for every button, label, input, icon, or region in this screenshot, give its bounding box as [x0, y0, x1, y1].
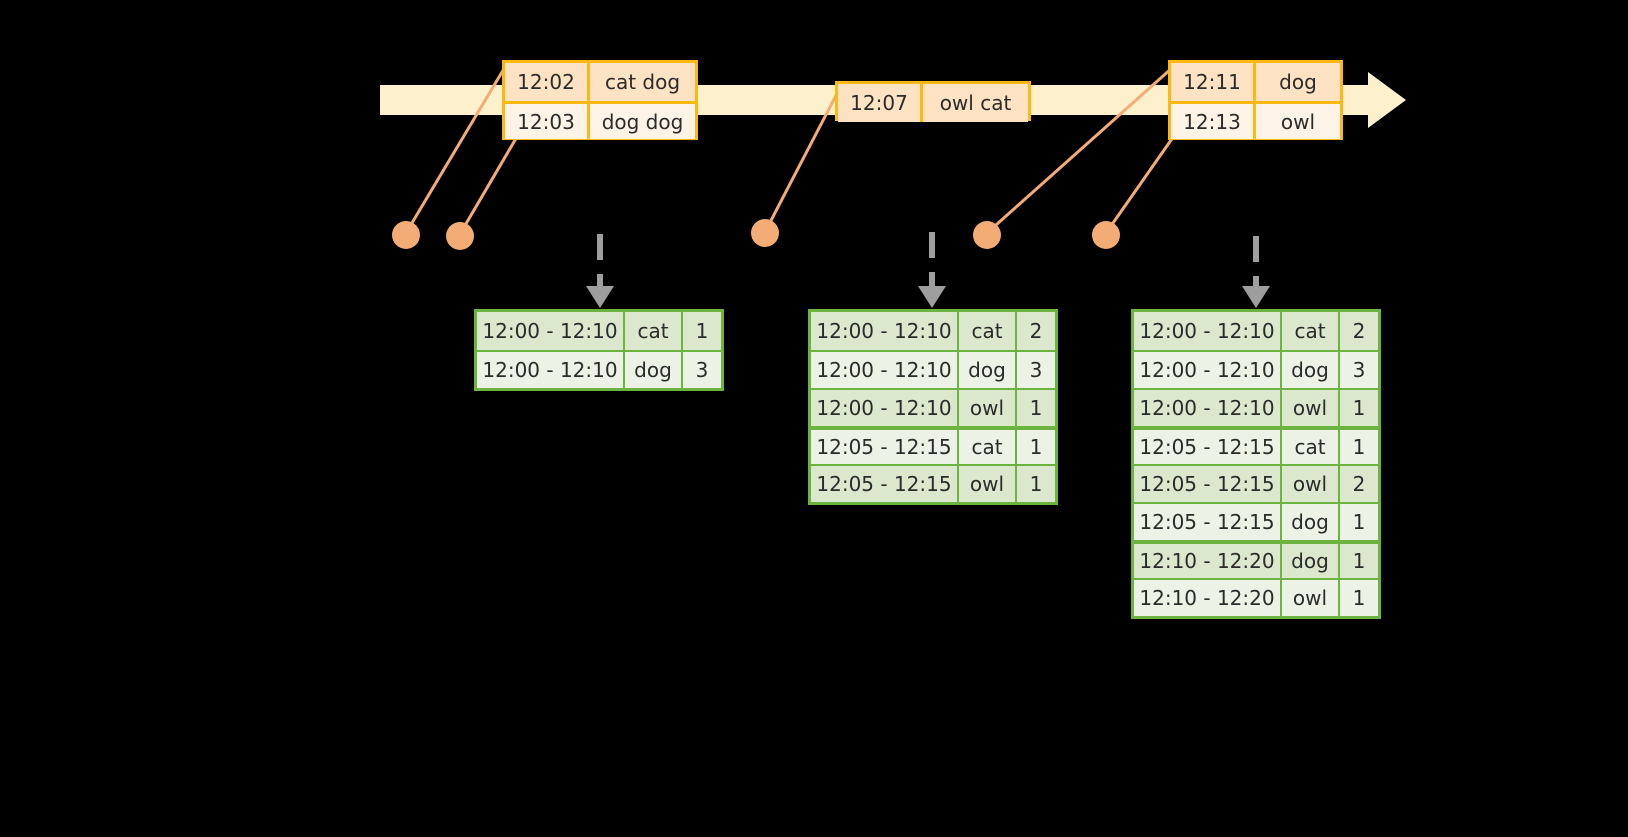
- result-count: 1: [1340, 580, 1378, 616]
- result-window: 12:05 - 12:15: [1134, 430, 1282, 464]
- result-window: 12:05 - 12:15: [1134, 466, 1282, 502]
- event-group-3: 12:11 dog 12:13 owl: [1168, 60, 1343, 140]
- event-row: 12:03 dog dog: [505, 101, 695, 139]
- result-window: 12:05 - 12:15: [811, 430, 959, 464]
- event-payload: owl: [1256, 104, 1340, 139]
- event-payload: dog: [1256, 63, 1340, 101]
- result-key: dog: [1282, 544, 1340, 578]
- result-key: cat: [1282, 312, 1340, 350]
- event-payload: owl cat: [923, 84, 1028, 122]
- event-row: 12:07 owl cat: [838, 84, 1028, 122]
- result-count: 1: [1340, 504, 1378, 540]
- timeline-arrow-head: [1368, 72, 1406, 128]
- result-count: 1: [1017, 390, 1055, 426]
- result-count: 1: [1017, 466, 1055, 502]
- event-dot: [973, 221, 1001, 249]
- result-window: 12:00 - 12:10: [477, 312, 625, 350]
- result-window: 12:00 - 12:10: [1134, 312, 1282, 350]
- event-time: 12:07: [838, 84, 923, 122]
- result-key: dog: [959, 352, 1017, 388]
- result-count: 2: [1340, 466, 1378, 502]
- arrow-head-icon: [586, 286, 614, 308]
- result-window: 12:00 - 12:10: [811, 312, 959, 350]
- result-key: owl: [959, 390, 1017, 426]
- result-key: cat: [1282, 430, 1340, 464]
- event-dot: [751, 219, 779, 247]
- event-time: 12:11: [1171, 63, 1256, 101]
- event-row: 12:13 owl: [1171, 101, 1340, 139]
- result-window: 12:05 - 12:15: [811, 466, 959, 502]
- result-window: 12:00 - 12:10: [811, 352, 959, 388]
- event-row: 12:02 cat dog: [505, 63, 695, 101]
- result-key: owl: [1282, 580, 1340, 616]
- result-window: 12:00 - 12:10: [477, 352, 625, 388]
- result-key: dog: [625, 352, 683, 388]
- event-dot: [1092, 221, 1120, 249]
- result-key: owl: [1282, 390, 1340, 426]
- event-time: 12:02: [505, 63, 590, 101]
- result-window: 12:10 - 12:20: [1134, 580, 1282, 616]
- result-count: 1: [1340, 544, 1378, 578]
- result-key: owl: [959, 466, 1017, 502]
- result-key: dog: [1282, 352, 1340, 388]
- result-key: owl: [1282, 466, 1340, 502]
- event-row: 12:11 dog: [1171, 63, 1340, 101]
- event-dot: [392, 221, 420, 249]
- result-count: 2: [1340, 312, 1378, 350]
- result-count: 3: [1017, 352, 1055, 388]
- result-count: 3: [1340, 352, 1378, 388]
- result-window: 12:05 - 12:15: [1134, 504, 1282, 540]
- result-count: 2: [1017, 312, 1055, 350]
- result-count: 1: [1340, 390, 1378, 426]
- result-key: cat: [959, 312, 1017, 350]
- result-key: cat: [959, 430, 1017, 464]
- event-payload: cat dog: [590, 63, 695, 101]
- arrow-head-icon: [1242, 286, 1270, 308]
- event-time: 12:13: [1171, 104, 1256, 139]
- result-window: 12:00 - 12:10: [1134, 390, 1282, 426]
- result-window: 12:00 - 12:10: [811, 390, 959, 426]
- result-key: cat: [625, 312, 683, 350]
- result-window: 12:00 - 12:10: [1134, 352, 1282, 388]
- event-group-1: 12:02 cat dog 12:03 dog dog: [502, 60, 698, 140]
- result-count: 1: [1017, 430, 1055, 464]
- event-group-2: 12:07 owl cat: [835, 81, 1031, 122]
- event-dot: [446, 222, 474, 250]
- event-payload: dog dog: [590, 104, 695, 139]
- result-key: dog: [1282, 504, 1340, 540]
- result-window: 12:10 - 12:20: [1134, 544, 1282, 578]
- arrow-head-icon: [918, 286, 946, 308]
- result-count: 1: [1340, 430, 1378, 464]
- result-count: 1: [683, 312, 721, 350]
- result-count: 3: [683, 352, 721, 388]
- event-time: 12:03: [505, 104, 590, 139]
